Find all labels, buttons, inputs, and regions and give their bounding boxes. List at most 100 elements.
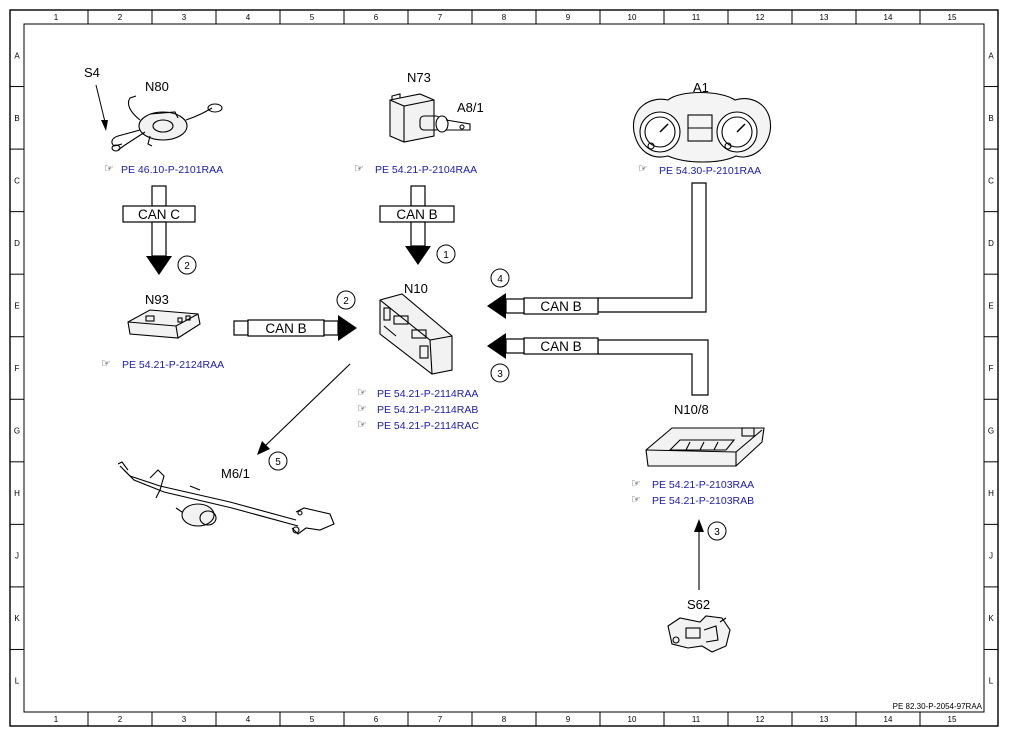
- step-number: 2: [343, 296, 349, 307]
- n10-8-label: N10/8: [674, 402, 709, 417]
- n10-8-ref-link-2[interactable]: ☞ PE 54.21-P-2103RAB: [631, 494, 754, 507]
- grid-column-label: 3: [182, 715, 187, 724]
- n10-8-illustration: [645, 427, 765, 467]
- grid-column-label: 7: [438, 13, 443, 22]
- n10-ref-link-2[interactable]: ☞ PE 54.21-P-2114RAB: [357, 403, 478, 416]
- grid-row-label: G: [14, 427, 20, 436]
- arrowhead: [338, 315, 357, 341]
- grid-ticks: [10, 10, 998, 726]
- grid-row-label: L: [15, 677, 20, 686]
- grid-row-label: D: [988, 239, 994, 248]
- grid-column-label: 2: [118, 715, 123, 724]
- grid-row-label: B: [988, 114, 993, 123]
- grid-column-label: 9: [566, 13, 571, 22]
- reference-hand-icon: ☞: [631, 494, 641, 506]
- grid-column-label: 2: [118, 13, 123, 22]
- bus-label: CAN B: [540, 299, 581, 314]
- n93-ref-link[interactable]: ☞ PE 54.21-P-2124RAA: [101, 358, 224, 371]
- grid-column-label: 12: [756, 715, 765, 724]
- n93-to-n10-connection: CAN B 2: [233, 290, 357, 341]
- grid-column-label: 4: [246, 13, 251, 22]
- a1-to-n10-connection: CAN B 4: [487, 182, 707, 319]
- n10-8-to-n10-connection: CAN B 3: [487, 333, 709, 396]
- grid-row-label: A: [14, 51, 20, 60]
- document-code: PE 82.30-P-2054-97RAA: [893, 702, 983, 711]
- grid-column-label: 13: [820, 13, 829, 22]
- n93-label: N93: [145, 292, 169, 307]
- n80-to-n93-connection: CAN C 2: [122, 185, 197, 275]
- grid-column-label: 3: [182, 13, 187, 22]
- grid-row-label: C: [14, 176, 20, 185]
- n10-ref-1[interactable]: PE 54.21-P-2114RAA: [377, 388, 478, 400]
- n73-ref-link[interactable]: ☞ PE 54.21-P-2104RAA: [354, 163, 477, 176]
- reference-hand-icon: ☞: [357, 419, 367, 431]
- s62-illustration: [667, 615, 731, 653]
- n73-illustration: [389, 93, 471, 143]
- step-number: 4: [497, 274, 503, 285]
- reference-hand-icon: ☞: [357, 387, 367, 399]
- a1-ref-link[interactable]: ☞ PE 54.30-P-2101RAA: [638, 163, 761, 177]
- a1-illustration: [632, 92, 772, 163]
- drawing-frame: [9, 9, 999, 727]
- n10-ref-link-3[interactable]: ☞ PE 54.21-P-2114RAC: [357, 419, 479, 432]
- n10-8-ref-2[interactable]: PE 54.21-P-2103RAB: [652, 495, 754, 507]
- step-number: 2: [184, 261, 190, 272]
- step-number: 5: [275, 457, 281, 468]
- grid-column-label: 12: [756, 13, 765, 22]
- a1-ref-1[interactable]: PE 54.30-P-2101RAA: [659, 165, 761, 177]
- grid-column-label: 15: [948, 13, 957, 22]
- n93-ref-1[interactable]: PE 54.21-P-2124RAA: [122, 359, 224, 371]
- grid-row-label: F: [989, 364, 994, 373]
- n93-illustration: [127, 309, 201, 339]
- grid-column-label: 8: [502, 13, 507, 22]
- a8-1-label: A8/1: [457, 100, 484, 115]
- bus-label: CAN B: [540, 339, 581, 354]
- n10-ref-3[interactable]: PE 54.21-P-2114RAC: [377, 420, 479, 432]
- a1-label: A1: [693, 80, 709, 95]
- n10-8-ref-link-1[interactable]: ☞ PE 54.21-P-2103RAA: [631, 478, 754, 491]
- arrowhead: [405, 246, 431, 265]
- grid-row-label: J: [15, 552, 19, 561]
- n80-ref-link[interactable]: ☞ PE 46.10-P-2101RAA: [104, 163, 223, 176]
- s62-to-n10-8-connection: 3: [694, 519, 727, 590]
- n73-to-n10-connection: CAN B 1: [379, 185, 456, 265]
- grid-column-label: 13: [820, 715, 829, 724]
- grid-row-label: K: [988, 614, 994, 623]
- grid-row-label: L: [989, 677, 994, 686]
- reference-hand-icon: ☞: [354, 163, 364, 175]
- grid-row-label: H: [988, 489, 994, 498]
- grid-row-label: H: [14, 489, 20, 498]
- arrowhead: [257, 441, 270, 455]
- grid-row-label: K: [14, 614, 20, 623]
- grid-column-label: 11: [692, 13, 701, 22]
- grid-column-label: 10: [628, 715, 637, 724]
- n80-illustration: [111, 95, 223, 152]
- step-number: 1: [443, 250, 449, 261]
- n10-8-ref-1[interactable]: PE 54.21-P-2103RAA: [652, 479, 754, 491]
- bus-label: CAN B: [396, 207, 437, 222]
- grid-row-label: G: [988, 427, 994, 436]
- reference-hand-icon: ☞: [101, 358, 111, 370]
- grid-column-label: 5: [310, 715, 315, 724]
- grid-column-label: 11: [692, 715, 701, 724]
- n73-label: N73: [407, 70, 431, 85]
- n10-ref-2[interactable]: PE 54.21-P-2114RAB: [377, 404, 478, 416]
- n10-ref-link-1[interactable]: ☞ PE 54.21-P-2114RAA: [357, 387, 478, 400]
- grid-column-label: 9: [566, 715, 571, 724]
- grid-row-label: B: [14, 114, 19, 123]
- grid-row-label: E: [988, 301, 993, 310]
- grid-column-label: 6: [374, 715, 379, 724]
- grid-row-label: D: [14, 239, 20, 248]
- s62-label: S62: [687, 597, 710, 612]
- step-number: 3: [714, 527, 720, 538]
- n10-illustration: [379, 293, 453, 375]
- grid-column-label: 15: [948, 715, 957, 724]
- n80-ref-1[interactable]: PE 46.10-P-2101RAA: [121, 164, 223, 176]
- grid-row-label: C: [988, 176, 994, 185]
- grid-column-label: 14: [884, 715, 893, 724]
- n73-ref-1[interactable]: PE 54.21-P-2104RAA: [375, 164, 477, 176]
- m6-1-illustration: [117, 461, 335, 535]
- grid-column-label: 1: [54, 13, 59, 22]
- grid-column-label: 1: [54, 715, 59, 724]
